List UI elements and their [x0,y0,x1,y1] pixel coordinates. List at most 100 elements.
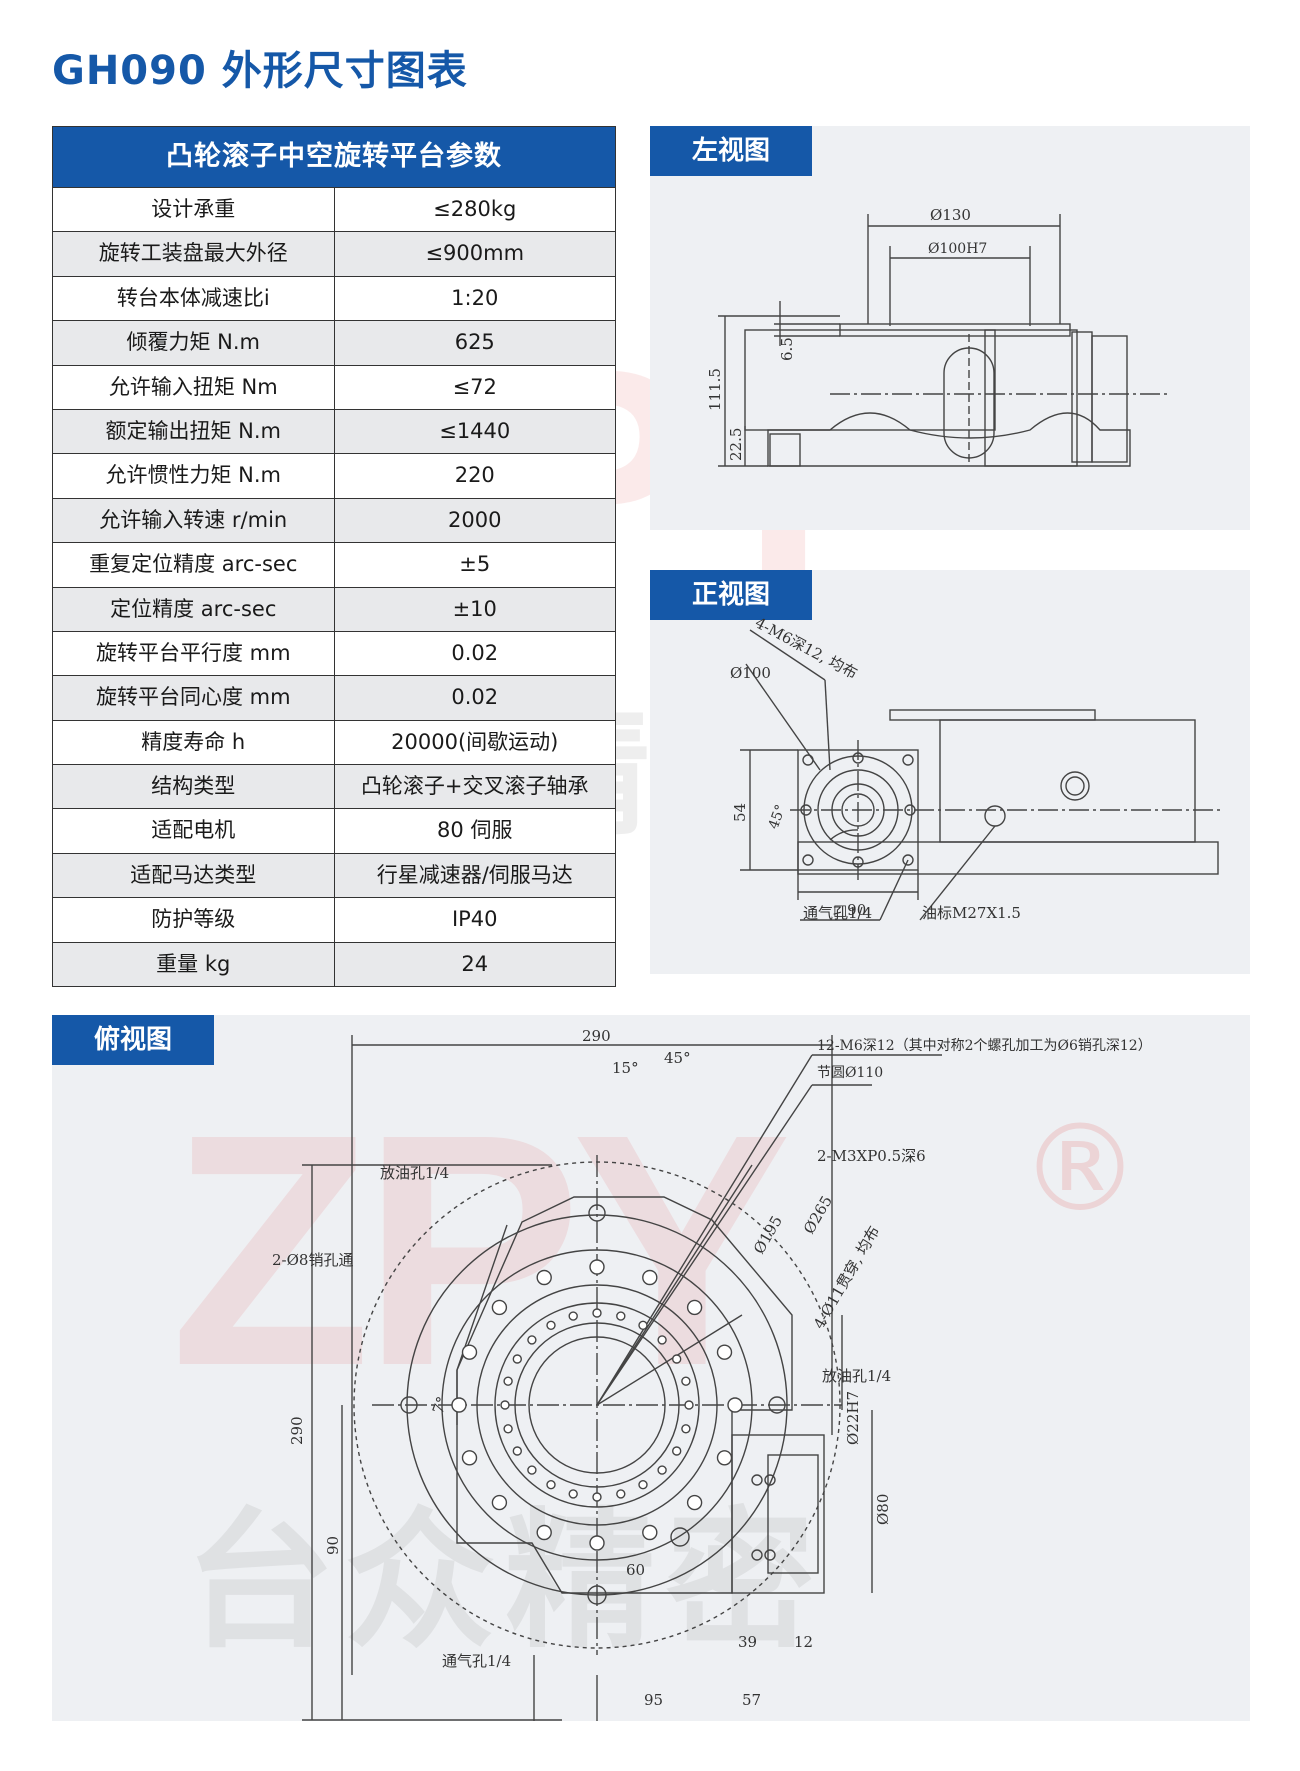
top-dim-pitch110: 节圆Ø110 [817,1065,883,1081]
top-dim-w60: 60 [626,1561,645,1579]
table-row: 额定输出扭矩 N.m ≤1440 [53,408,615,454]
bolt-hole [512,1354,522,1364]
param-value: ≤900mm [425,241,525,266]
table-row: 防护等级 IP40 [53,897,615,942]
param-label: 额定输出扭矩 N.m [53,409,335,454]
param-value: 0.02 [451,640,499,665]
bolt-hole [616,1311,626,1321]
bolt-hole [672,1354,682,1364]
param-label: 旋转平台同心度 mm [53,676,335,720]
bolt-hole [681,1424,691,1434]
front-dim-a45: 45° [766,803,790,832]
top-dim-d22h7: Ø22H7 [844,1391,862,1445]
param-label: 精度寿命 h [53,720,335,765]
top-dim-vent: 通气孔1/4 [442,1652,511,1670]
bolt-hole [642,1524,658,1541]
bolt-hole [512,1446,522,1456]
param-label: 防护等级 [53,898,335,942]
param-label: 倾覆力矩 N.m [53,321,335,365]
bolt-hole [616,1489,626,1499]
bolt-hole [638,1480,648,1490]
top-view-label: 俯视图 [52,1015,214,1065]
top-dim-w95: 95 [644,1691,663,1709]
param-value: 220 [454,463,495,488]
top-view-drawing: 290 290 15° 45° 12-M6深12（其中对称2个螺孔加工为Ø6销孔… [272,1027,1152,1721]
param-value: IP40 [451,907,498,932]
front-view-drawing: 4-M6深12, 均布 Ø100 54 45° □90 通气孔1/4 油标M27… [730,614,1220,922]
table-row: 允许输入扭矩 Nm≤72 [53,364,615,409]
bolt-hole [716,1450,733,1466]
top-dim-drain-left: 放油孔1/4 [380,1164,449,1182]
table-row: 设计承重≤280kg [53,188,615,232]
param-label: 设计承重 [53,188,335,232]
top-dim-d195: Ø195 [750,1213,786,1257]
bolt-hole [681,1376,691,1386]
param-label: 适配电机 [53,809,335,853]
table-row: 允许惯性力矩 N.m 220 [53,453,615,498]
param-label: 结构类型 [53,765,335,809]
top-dim-pin8: 2-Ø8销孔通 [272,1251,353,1269]
table-row: 重复定位精度 arc-sec ±5 [53,542,615,587]
bolt-hole [491,1299,508,1316]
left-dim-h225: 22.5 [727,428,745,461]
left-dim-d130: Ø130 [930,206,971,224]
param-value: 625 [454,330,495,355]
top-dim-h290: 290 [288,1416,306,1445]
param-label: 重复定位精度 arc-sec [53,543,335,587]
bolt-hole [546,1320,556,1330]
bolt-hole [686,1299,703,1316]
bolt-hole [592,1492,602,1502]
param-value: ±10 [452,596,497,621]
top-dim-d265: Ø265 [800,1193,836,1237]
table-row: 结构类型凸轮滚子+交叉滚子轴承 [53,764,615,809]
front-dim-m27: 油标M27X1.5 [922,904,1021,922]
param-label: 定位精度 arc-sec [53,587,335,631]
top-dim-a7: 7° [429,1394,452,1416]
top-dim-d80: Ø80 [874,1494,892,1525]
left-dim-h1115: 111.5 [706,368,724,411]
table-row: 适配马达类型行星减速器/伺服马达 [53,852,615,898]
param-value: ≤1440 [439,418,511,443]
table-row: 倾覆力矩 N.m 625 [53,320,615,365]
bolt-hole [716,1344,733,1360]
param-label: 转台本体减速比i [53,276,335,321]
left-dim-h65: 6.5 [778,337,796,361]
table-header: 凸轮滚子中空旋转平台参数 [53,127,615,188]
param-value: 凸轮滚子+交叉滚子轴承 [360,774,589,799]
bolt-hole-ring [451,1259,743,1551]
param-value: 1:20 [451,285,499,310]
bolt-hole [568,1489,578,1499]
param-value: ≤72 [452,374,497,399]
top-dim-m6: 12-M6深12（其中对称2个螺孔加工为Ø6销孔深12） [817,1038,1152,1054]
top-dim-h90: 90 [324,1536,342,1555]
bolt-hole [657,1335,667,1345]
bolt-hole [686,1494,703,1511]
param-label: 重量 kg [53,942,335,987]
left-dim-d100h7: Ø100H7 [928,241,987,257]
param-value: ±5 [459,552,491,577]
top-dim-w12: 12 [794,1633,813,1651]
left-view-drawing: Ø130 Ø100H7 6.5 111.5 22.5 [706,206,1170,467]
param-label: 旋转平台平行度 mm [53,631,335,676]
bolt-hole [568,1311,578,1321]
param-value: 行星减速器/伺服马达 [376,862,573,887]
bolt-hole [500,1400,510,1410]
front-view-label: 正视图 [650,570,812,620]
bolt-hole [684,1400,694,1410]
bolt-hole [451,1397,467,1413]
bolt-hole [592,1308,602,1318]
top-dim-through: 4-Ø11贯穿, 均布 [810,1223,883,1332]
bolt-hole [672,1446,682,1456]
bolt-hole [638,1320,648,1330]
top-dim-w39: 39 [738,1633,757,1651]
table-row: 转台本体减速比i 1:20 [53,275,615,321]
bolt-hole [536,1524,552,1541]
param-label: 允许惯性力矩 N.m [53,454,335,498]
bolt-hole [491,1494,508,1511]
top-dim-w57: 57 [742,1691,761,1709]
